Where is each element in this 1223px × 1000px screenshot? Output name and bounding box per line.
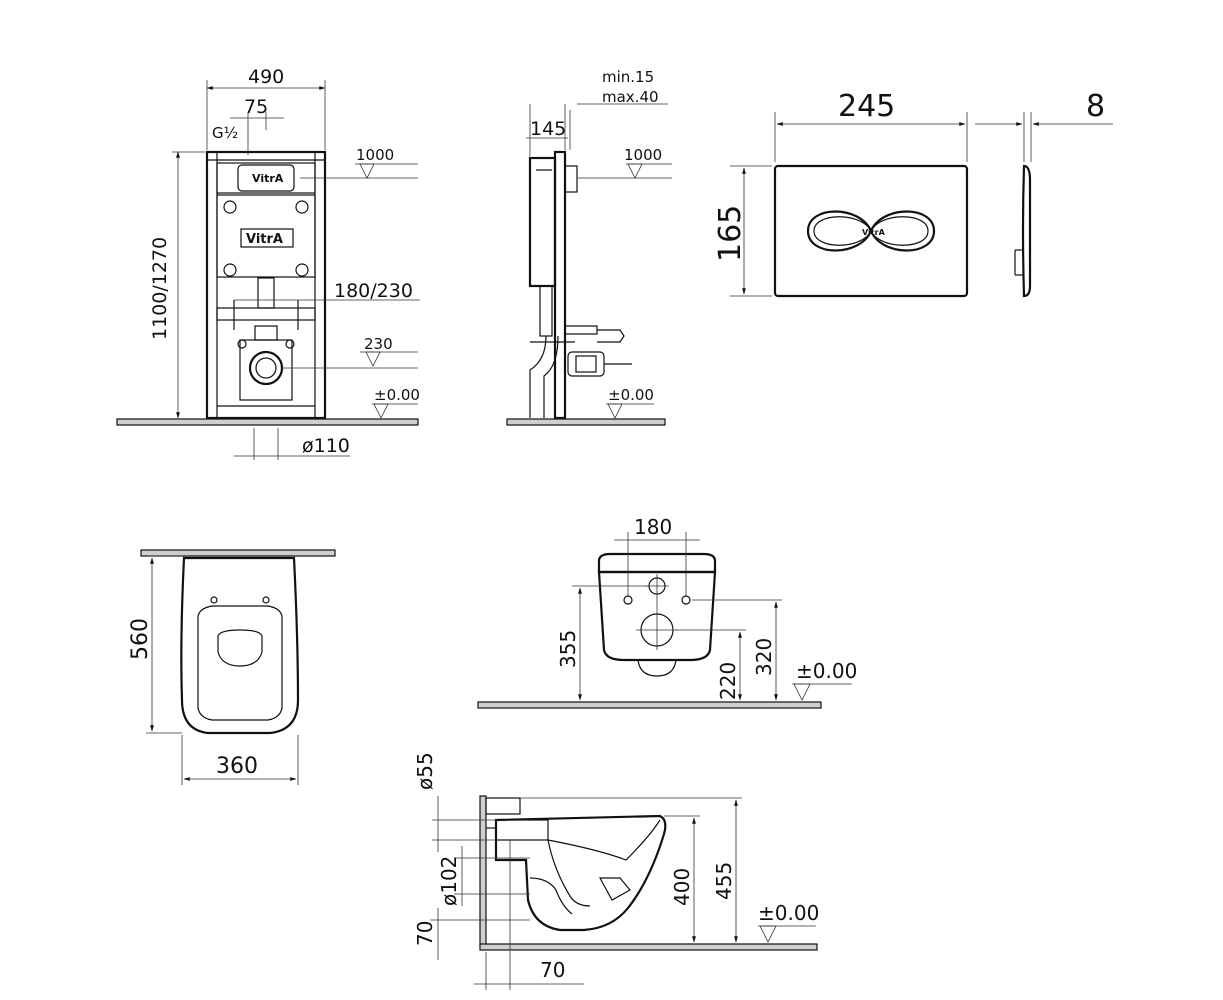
dim-back-hole-spacing: 180 [634, 515, 672, 539]
dim-side-level: 1000 [624, 146, 662, 164]
bowl-top-view: 560 360 [128, 549, 336, 785]
back-floor [477, 701, 822, 709]
side-view: 145 min.15 max.40 1000 ±0.00 [506, 68, 672, 426]
dim-back-h1: 355 [556, 630, 580, 668]
dim-side-min: min.15 [602, 68, 654, 86]
dim-plate-height: 165 [713, 205, 748, 262]
bowl-outline [180, 556, 300, 735]
flush-plate-view: VitrA 245 165 8 [713, 89, 1113, 298]
dim-side-max: max.40 [602, 88, 659, 106]
dim-bowl-length: 560 [128, 618, 153, 660]
dim-front-inlet: G½ [212, 124, 238, 142]
dim-back-floor-level: ±0.00 [796, 659, 857, 683]
dim-front-floor-level: ±0.00 [374, 386, 420, 404]
dim-side-outlet: ø102 [437, 856, 461, 906]
dim-front-level: 1000 [356, 146, 394, 164]
front-floor [116, 418, 419, 426]
bowl-side-view: ø55 ø102 70 70 400 455 ±0.00 [413, 752, 819, 990]
dim-side-rim-height: 400 [670, 868, 694, 906]
dim-back-h2: 320 [752, 638, 776, 676]
dim-side-outlet-height: 70 [413, 921, 437, 946]
front-view: VitrA VitrA 490 75 G½ 1100/1270 [116, 66, 420, 460]
dim-front-width: 490 [248, 66, 284, 88]
dim-front-offset: 75 [244, 96, 268, 118]
dim-side-depth: 145 [530, 118, 566, 140]
front-logo-small: VitrA [252, 172, 284, 185]
flush-plate [773, 164, 969, 298]
dim-side-top-height: 455 [712, 862, 736, 900]
dim-front-outlet-height: 230 [364, 335, 393, 353]
dim-plate-thickness: 8 [1086, 89, 1105, 124]
dim-plate-width: 245 [838, 89, 895, 124]
dim-side-setback: 70 [540, 958, 565, 982]
dim-side-floor-level: ±0.00 [608, 386, 654, 404]
front-logo: VitrA [246, 232, 283, 247]
dim-front-height: 1100/1270 [149, 237, 171, 340]
side-wall [479, 795, 487, 947]
dim-front-bolt-spacing: 180/230 [334, 280, 413, 302]
dim-bowl-width: 360 [216, 754, 258, 779]
wall-top [140, 549, 336, 557]
dim-side-inlet: ø55 [413, 752, 437, 790]
dim-back-h3: 220 [716, 662, 740, 700]
flush-logo: VitrA [862, 228, 886, 237]
bowl-side-floor [479, 943, 818, 951]
bowl-back-view: 180 355 320 220 ±0.00 [477, 515, 857, 709]
bowl-side-outline [494, 814, 667, 932]
dim-side-floor-level: ±0.00 [758, 901, 819, 925]
front-logo-box [240, 228, 294, 248]
frame-outline [205, 150, 327, 420]
side-floor [506, 418, 666, 426]
dim-front-outlet-diameter: ø110 [302, 435, 350, 457]
